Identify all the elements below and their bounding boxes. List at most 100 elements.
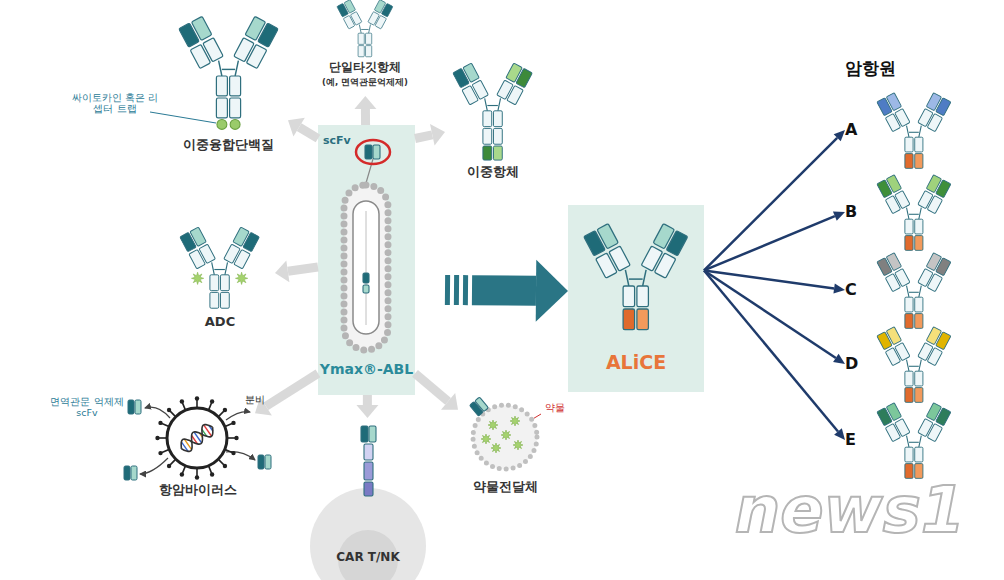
hinge-line xyxy=(643,270,646,286)
domain-block xyxy=(915,371,923,386)
virus-spike xyxy=(159,437,166,439)
hinge-line xyxy=(219,61,222,76)
node-caption: scFv xyxy=(323,134,357,147)
fab-arm xyxy=(180,227,216,269)
domain-block xyxy=(915,137,923,152)
hinge-line xyxy=(907,126,909,137)
secretion-arrow xyxy=(140,458,168,474)
virus-spike xyxy=(182,467,185,473)
leader-line xyxy=(150,112,216,123)
hinge-line xyxy=(487,105,498,106)
domain-block xyxy=(926,253,941,271)
annotation-label: 싸이토카인 혹은 리셉터 트랩 xyxy=(70,92,160,115)
capsid-core xyxy=(353,201,379,334)
fab-arm xyxy=(918,253,951,292)
dna-strand xyxy=(177,421,216,454)
fab-arm xyxy=(877,93,910,132)
domain-block xyxy=(190,227,206,246)
virus-spike xyxy=(162,450,168,453)
antigen-target: D xyxy=(845,324,960,404)
domain-block xyxy=(926,403,941,421)
capsid-shell xyxy=(344,185,388,350)
hinge-line xyxy=(919,436,921,447)
genome-line xyxy=(366,211,367,325)
domain-block xyxy=(886,253,901,271)
hinge-line xyxy=(909,366,919,367)
virus-spike-tip xyxy=(155,436,159,440)
domain-block xyxy=(366,33,372,44)
fab-arm xyxy=(234,16,278,68)
hinge-line xyxy=(909,292,919,293)
domain-block xyxy=(895,419,910,437)
antibody-icon xyxy=(877,175,951,251)
node-caption: 이중융합단백질 xyxy=(168,137,288,153)
domain-block xyxy=(637,309,649,330)
domain-block xyxy=(886,327,901,345)
hinge-line xyxy=(907,286,909,297)
domain-block xyxy=(886,403,901,421)
node-caption: D xyxy=(845,354,867,373)
format-icon: 약물전달체 xyxy=(458,395,553,505)
hinge-line xyxy=(919,360,921,371)
car-receptor xyxy=(361,426,376,496)
virus-spike xyxy=(196,469,198,476)
fab-arm xyxy=(497,63,533,105)
domain-block xyxy=(493,111,502,127)
node-caption: 약물전달체 xyxy=(458,479,553,495)
node-caption: E xyxy=(845,430,867,449)
antibody-icon xyxy=(877,403,951,479)
connector-arrow xyxy=(288,267,318,271)
domain-block xyxy=(366,46,372,57)
virus-spike xyxy=(209,403,212,409)
virus-spike xyxy=(170,460,175,465)
domain-block xyxy=(895,343,910,361)
domain-block xyxy=(203,38,223,62)
domain-block xyxy=(915,314,923,329)
domain-block xyxy=(637,286,649,307)
hinge-line xyxy=(214,269,225,270)
domain-block xyxy=(245,16,265,40)
virus-spike-tip xyxy=(231,451,235,455)
drug-payload xyxy=(488,420,498,430)
secretion-arrow xyxy=(145,407,170,418)
hinge-line xyxy=(909,132,919,133)
domain-block xyxy=(905,236,913,251)
drug-payload xyxy=(191,272,203,284)
node-caption: B xyxy=(845,202,867,221)
domain-block xyxy=(918,419,933,437)
antibody-icon xyxy=(180,227,260,308)
domain-block xyxy=(364,444,373,460)
domain-block xyxy=(373,145,380,159)
domain-block xyxy=(131,466,137,480)
domain-block xyxy=(918,109,933,127)
antibody-icon xyxy=(877,327,951,403)
virus-spike-tip xyxy=(180,472,184,476)
dna-strand xyxy=(177,421,216,454)
antigen-target: A xyxy=(845,90,960,170)
annotation-label: 암항원 xyxy=(830,58,910,78)
domain-block xyxy=(210,275,219,291)
connector-arrow xyxy=(704,216,835,270)
node-caption: ALiCE xyxy=(568,351,704,374)
domain-block xyxy=(905,388,913,403)
fab-arm xyxy=(877,403,910,442)
domain-block xyxy=(506,63,522,82)
domain-block xyxy=(905,371,913,386)
virus-spike xyxy=(226,423,232,426)
domain-block xyxy=(483,128,492,144)
virus-spike-tip xyxy=(158,451,162,455)
domain-block xyxy=(463,63,479,82)
antigen-target: B xyxy=(845,172,960,252)
fab-arm xyxy=(877,253,910,292)
domain-block xyxy=(609,246,630,271)
hinge-line xyxy=(629,278,643,279)
domain-block xyxy=(483,111,492,127)
node-caption: Ymax®-ABL xyxy=(318,361,415,378)
hinge-line xyxy=(222,69,235,70)
domain-block xyxy=(895,191,910,209)
domain-block xyxy=(216,98,227,118)
domain-block xyxy=(210,292,219,308)
domain-block xyxy=(926,327,941,345)
connector-arrow xyxy=(415,290,536,291)
drug-payload xyxy=(491,443,501,453)
